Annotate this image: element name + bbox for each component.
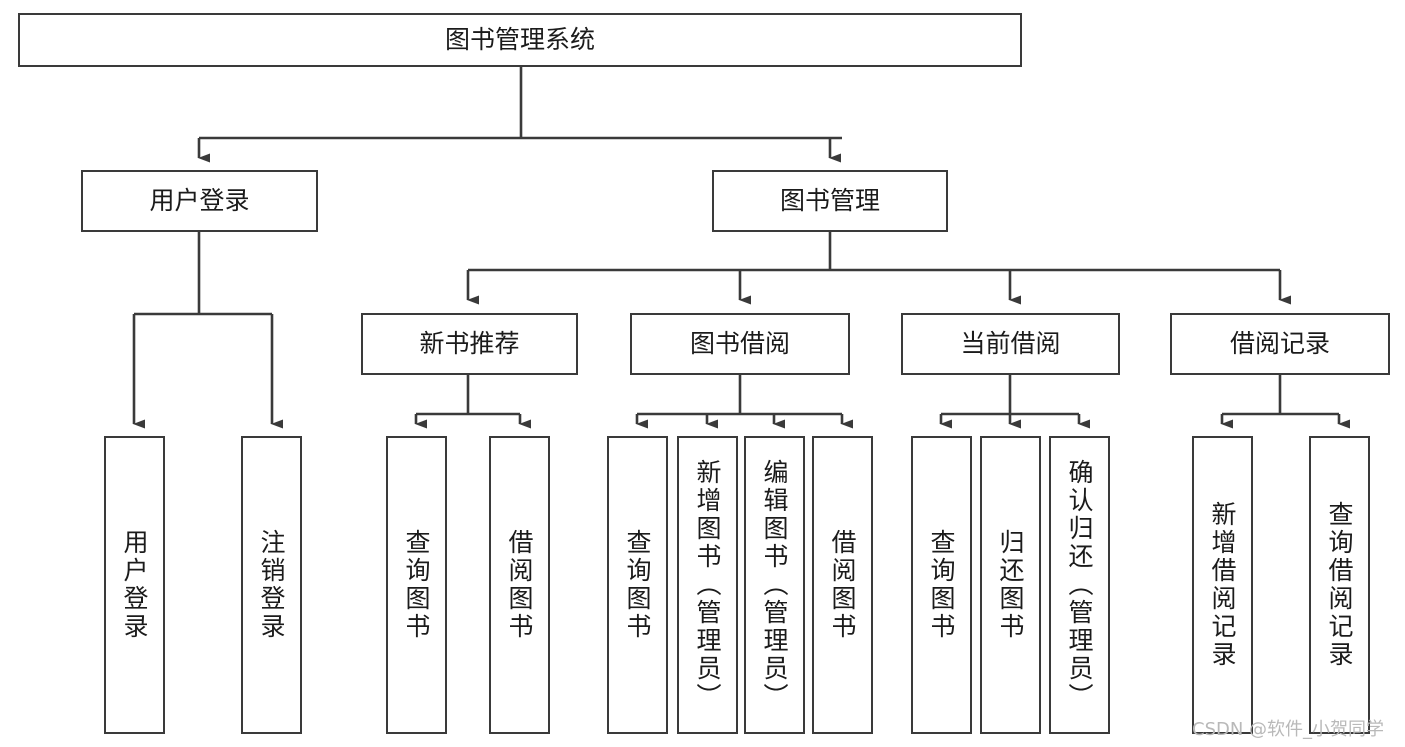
node-leaf-user-login-label: 用户登录	[120, 529, 149, 641]
node-leaf-add-book-label: 新增图书（管理员）	[693, 459, 722, 711]
node-book-borrow-label: 图书借阅	[689, 329, 790, 359]
node-user-login-label: 用户登录	[149, 186, 250, 216]
node-leaf-logout[interactable]: 注销登录	[241, 436, 302, 734]
node-leaf-query-record[interactable]: 查询借阅记录	[1309, 436, 1370, 734]
node-book-management[interactable]: 图书管理	[712, 170, 948, 232]
csdn-watermark: CSDN @软件_小贺同学	[1192, 719, 1385, 740]
node-leaf-return-book[interactable]: 归还图书	[980, 436, 1041, 734]
node-leaf-add-record[interactable]: 新增借阅记录	[1192, 436, 1253, 734]
node-leaf-query-record-label: 查询借阅记录	[1325, 501, 1354, 669]
node-book-borrow[interactable]: 图书借阅	[630, 313, 850, 375]
node-current-borrow[interactable]: 当前借阅	[901, 313, 1120, 375]
node-leaf-return-book-label: 归还图书	[996, 529, 1025, 641]
node-leaf-borrow-book-1[interactable]: 借阅图书	[489, 436, 550, 734]
node-leaf-add-book[interactable]: 新增图书（管理员）	[677, 436, 738, 734]
node-user-login[interactable]: 用户登录	[81, 170, 318, 232]
node-leaf-query-book-3[interactable]: 查询图书	[911, 436, 972, 734]
node-leaf-query-book-1[interactable]: 查询图书	[386, 436, 447, 734]
node-leaf-borrow-book-2[interactable]: 借阅图书	[812, 436, 873, 734]
node-leaf-edit-book-label: 编辑图书（管理员）	[760, 459, 789, 711]
node-root-label: 图书管理系统	[444, 25, 595, 55]
node-leaf-query-book-2-label: 查询图书	[623, 529, 652, 641]
node-leaf-add-record-label: 新增借阅记录	[1208, 501, 1237, 669]
node-leaf-query-book-3-label: 查询图书	[927, 529, 956, 641]
node-new-book-recommend-label: 新书推荐	[419, 329, 520, 359]
node-leaf-user-login[interactable]: 用户登录	[104, 436, 165, 734]
node-current-borrow-label: 当前借阅	[960, 329, 1061, 359]
node-leaf-borrow-book-1-label: 借阅图书	[505, 529, 534, 641]
node-book-management-label: 图书管理	[779, 186, 880, 216]
node-leaf-query-book-1-label: 查询图书	[402, 529, 431, 641]
node-leaf-confirm-return-label: 确认归还（管理员）	[1065, 459, 1094, 711]
node-borrow-record-label: 借阅记录	[1229, 329, 1330, 359]
node-leaf-logout-label: 注销登录	[257, 529, 286, 641]
node-leaf-edit-book[interactable]: 编辑图书（管理员）	[744, 436, 805, 734]
node-root[interactable]: 图书管理系统	[18, 13, 1022, 67]
node-leaf-confirm-return[interactable]: 确认归还（管理员）	[1049, 436, 1110, 734]
node-leaf-query-book-2[interactable]: 查询图书	[607, 436, 668, 734]
node-leaf-borrow-book-2-label: 借阅图书	[828, 529, 857, 641]
node-borrow-record[interactable]: 借阅记录	[1170, 313, 1390, 375]
node-new-book-recommend[interactable]: 新书推荐	[361, 313, 578, 375]
